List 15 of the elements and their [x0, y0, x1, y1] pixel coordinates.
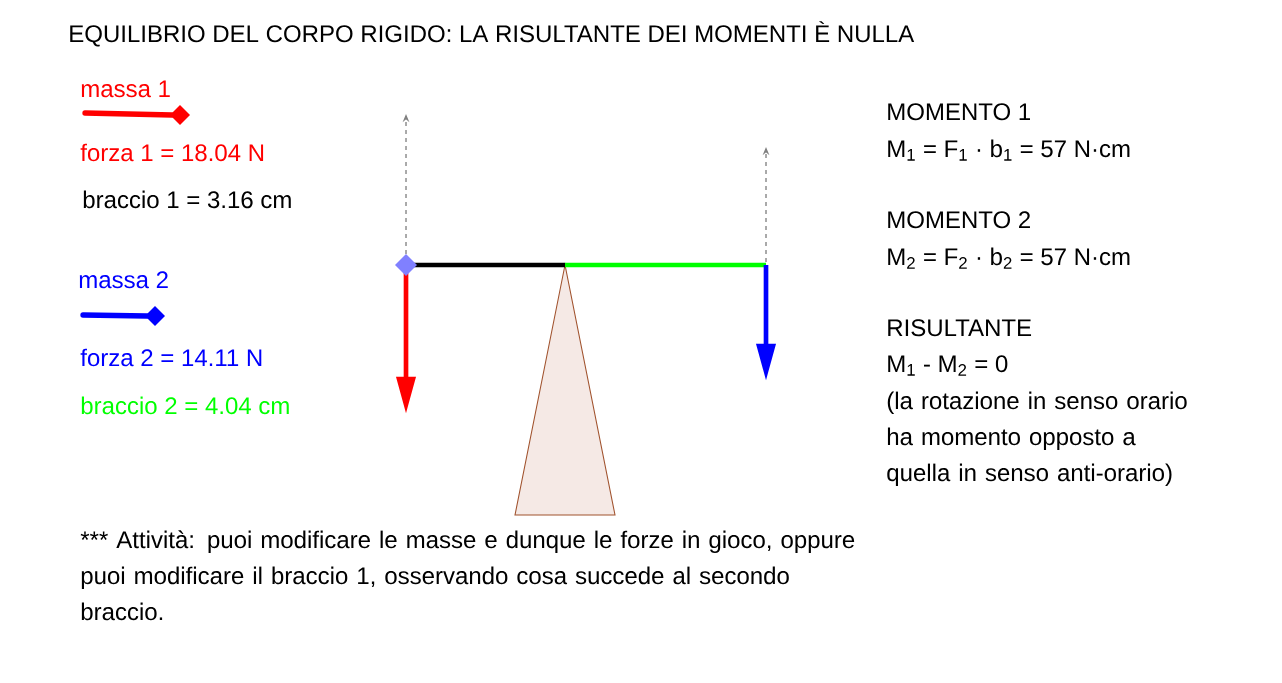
- force-value: forza 2 = 14.11 N: [80, 348, 262, 367]
- arm-value: braccio 2 = 4.04 cm: [81, 396, 289, 415]
- moment-heading: MOMENTO 2: [888, 211, 1030, 229]
- moment-formula: M$_{2}$ = F$_{2}$ · b$_{2}$ = 57 N·cm: [888, 247, 1130, 269]
- moment-formula: M$_{1}$ - M$_{2}$ = 0: [888, 355, 1008, 376]
- explanation-text: (la rotazione in senso orario ha momento opposto a quella in senso anti-orario): [887, 391, 1187, 486]
- slider-label: massa 1: [81, 80, 170, 98]
- force-value: forza 1 = 18.04 N: [80, 143, 264, 162]
- slider-label: massa 2: [79, 271, 168, 289]
- title: EQUILIBRIO DEL CORPO RIGIDO: LA RISULTANTE DEI MOMENTI È NULLA: [70, 21, 915, 47]
- activity-note: *** Attività: puoi modificare le masse e dunque le forze in gioco, oppure puoi modificare il braccio 1, osservando cosa succede al secondo braccio.: [80, 530, 855, 621]
- moment-heading: RISULTANTE: [888, 319, 1032, 337]
- moment-formula: M$_{1}$ = F$_{1}$ · b$_{1}$ = 57 N·cm: [888, 139, 1130, 161]
- moment-heading: MOMENTO 1: [888, 103, 1030, 121]
- arm-value: braccio 1 = 3.16 cm: [83, 190, 291, 209]
